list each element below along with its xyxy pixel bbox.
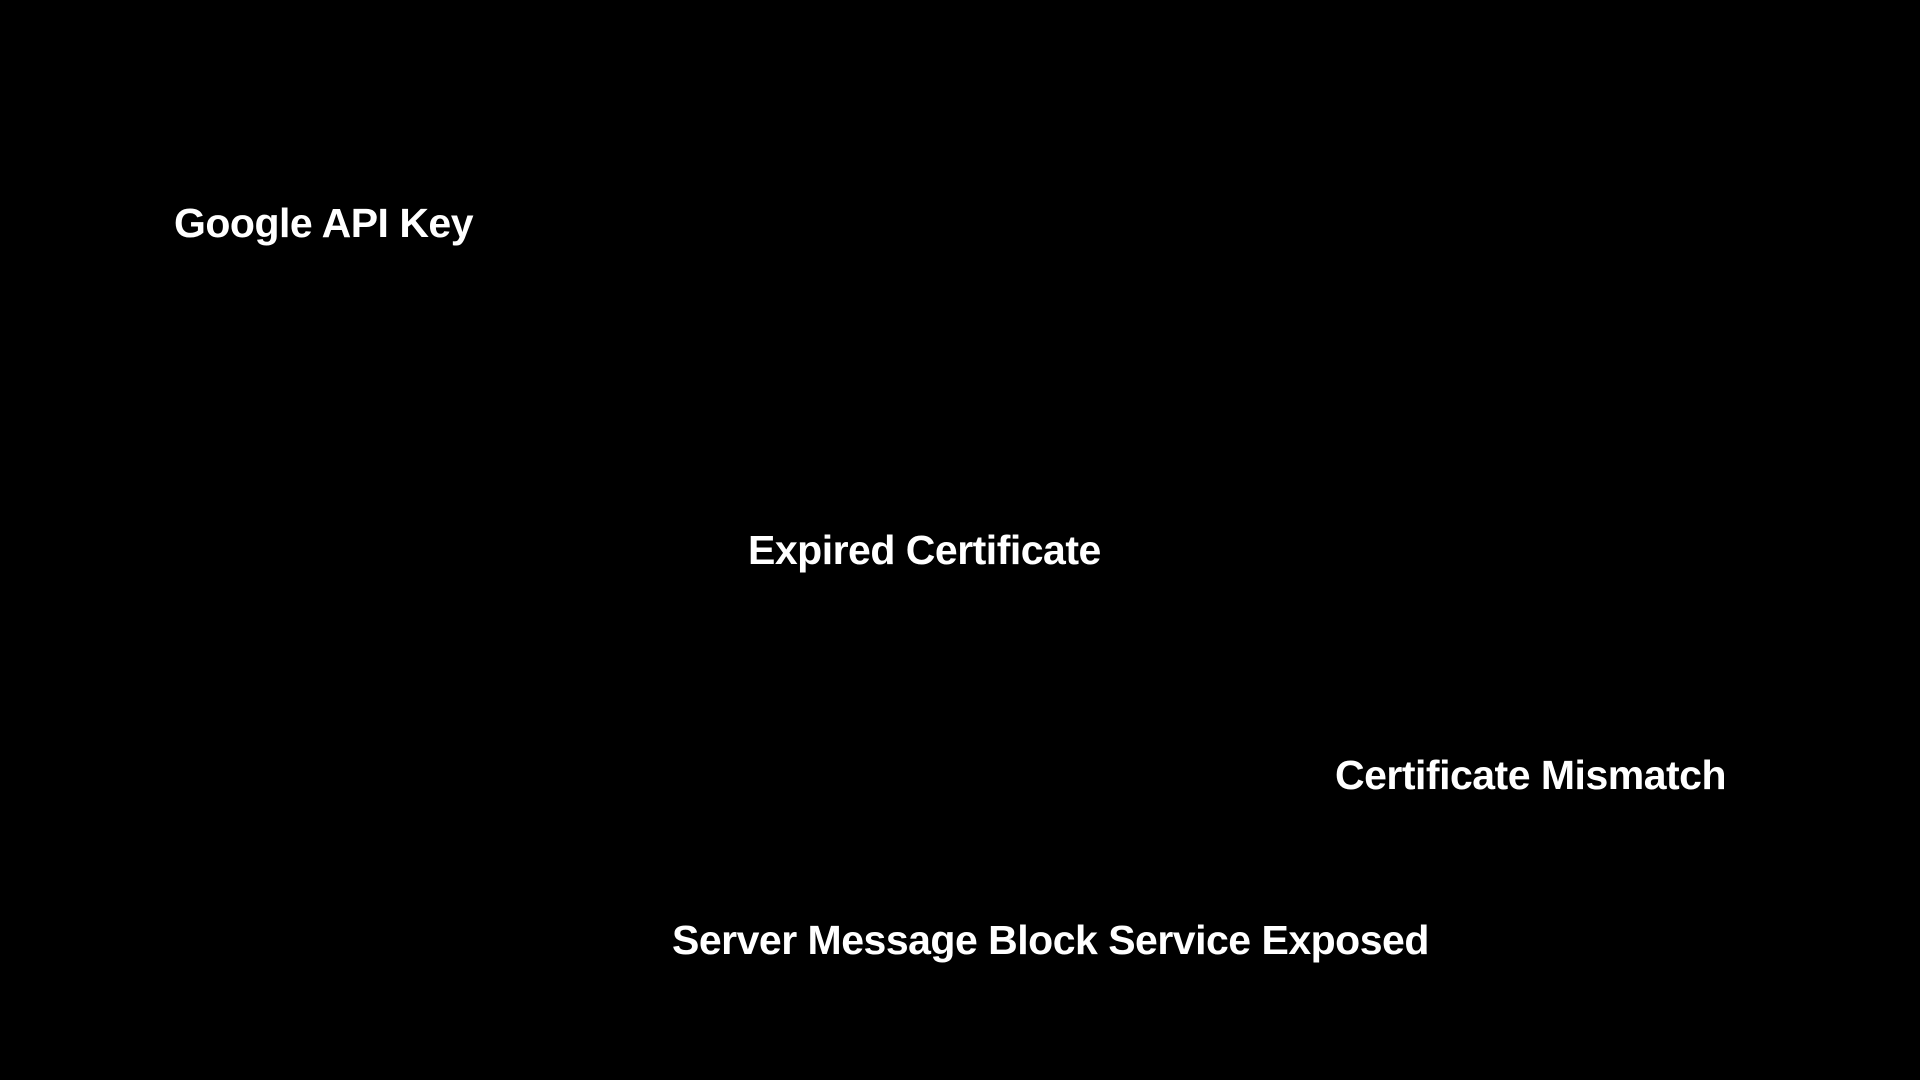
finding-label-certificate-mismatch: Certificate Mismatch <box>1335 752 1727 798</box>
finding-label-smb-service-exposed: Server Message Block Service Exposed <box>672 917 1429 963</box>
finding-label-google-api-key: Google API Key <box>174 200 474 246</box>
finding-label-expired-certificate: Expired Certificate <box>748 527 1101 573</box>
